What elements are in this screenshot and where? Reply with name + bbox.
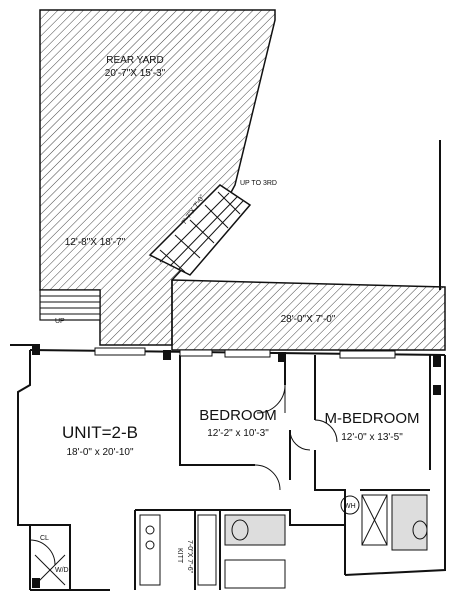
- rear-yard-label: REAR YARD: [106, 55, 163, 66]
- deck-area: [171, 279, 446, 351]
- kitchen-label: KITT: [176, 548, 183, 564]
- door-swings: [29, 384, 338, 566]
- bedroom-dims: 12'-2" x 10'-3": [207, 428, 269, 439]
- yard-side-dims: 12'-8"X 18'-7": [65, 237, 126, 248]
- columns: [32, 345, 441, 588]
- water-heater-label: WH: [344, 503, 356, 510]
- bedroom-label: BEDROOM: [199, 407, 277, 424]
- kitchen-dims: 7-0"X 7'-6": [186, 540, 193, 574]
- yard-steps: [39, 289, 101, 321]
- master-bedroom-dims: 12'-0" x 13'-5": [341, 432, 403, 443]
- windows: [94, 347, 396, 359]
- deck-dims: 28'-0"X 7'-0": [281, 314, 336, 325]
- wd-label: W/D: [55, 567, 69, 574]
- water-heater-icon: [340, 495, 360, 515]
- rear-yard-dims: 20'-7"X 15'-3": [105, 68, 166, 79]
- stair: [148, 184, 252, 276]
- stair-label: UP TO 3RD: [240, 180, 277, 187]
- up-label: UP: [55, 318, 65, 325]
- fixtures: [34, 494, 428, 589]
- building-outline: [17, 349, 446, 591]
- unit-dims: 18'-0" x 20'-10": [66, 447, 134, 458]
- unit-label: UNIT=2-B: [62, 423, 138, 442]
- interior-walls: [30, 355, 430, 590]
- master-bedroom-label: M-BEDROOM: [325, 410, 420, 427]
- closet-label: CL: [40, 535, 49, 542]
